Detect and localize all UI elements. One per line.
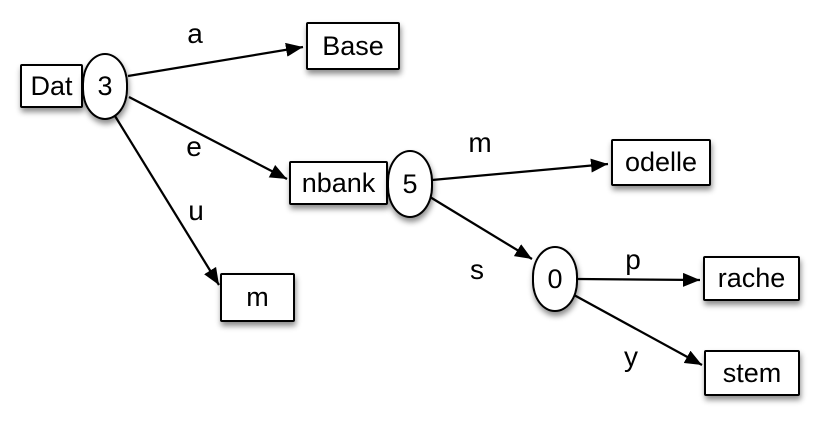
node-dat-box: Dat (20, 64, 83, 108)
edge-label-e: e (186, 131, 202, 162)
node-zero-count-oval: 0 (532, 246, 578, 312)
edge-label-a: a (187, 18, 203, 49)
edge-s-arrow (429, 196, 533, 260)
node-dat-count-oval: 3 (82, 53, 128, 120)
node-stem-box: stem (704, 350, 800, 396)
edge-label-s: s (470, 254, 484, 285)
edge-a-arrow (127, 42, 304, 78)
edge-u-arrow (114, 115, 220, 286)
edge-label-m: m (468, 127, 492, 158)
node-m-box: m (220, 273, 295, 322)
edge-label-y: y (624, 341, 638, 372)
node-nbank-count-oval: 5 (387, 150, 433, 218)
edge-p-arrow (577, 272, 701, 287)
edge-label-p: p (625, 244, 641, 275)
edge-y-arrow (573, 294, 703, 366)
node-nbank-box: nbank (289, 161, 388, 205)
node-base-box: Base (306, 22, 400, 70)
node-odelle-box: odelle (611, 139, 711, 186)
edge-e-arrow (128, 96, 288, 180)
edge-label-u: u (188, 195, 204, 226)
edge-m-arrow (431, 158, 609, 182)
node-rache-box: rache (703, 256, 800, 301)
